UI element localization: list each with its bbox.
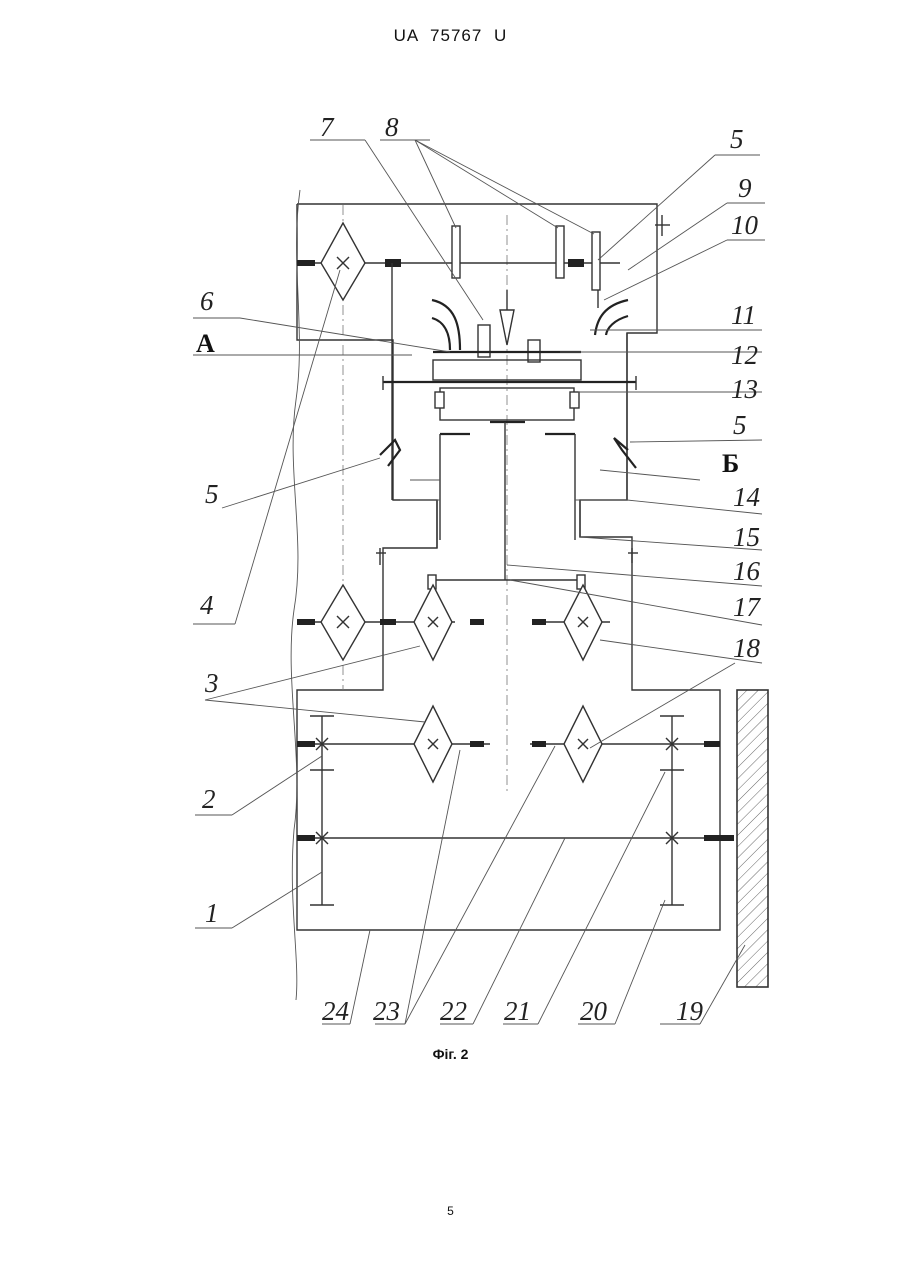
leader-lines: [193, 140, 765, 1024]
callout-14: 14: [733, 482, 760, 512]
callout-1: 1: [205, 898, 219, 928]
callout-18: 18: [733, 633, 761, 663]
callout-21: 21: [504, 996, 531, 1026]
callout-4: 4: [200, 590, 214, 620]
callout-23: 23: [373, 996, 400, 1026]
callout-12: 12: [731, 340, 758, 370]
callout-15: 15: [733, 522, 760, 552]
callout-22: 22: [440, 996, 467, 1026]
callout-19: 19: [676, 996, 704, 1026]
callout-17: 17: [733, 592, 762, 622]
callout-8: 8: [385, 112, 399, 142]
callout-10: 10: [731, 210, 759, 240]
lower-drive: [297, 706, 734, 905]
top-shaft-assembly: [297, 223, 620, 500]
section-label-a: А: [196, 329, 215, 358]
callout-2: 2: [202, 784, 216, 814]
callout-9: 9: [738, 173, 752, 203]
middle-drive-row: [297, 575, 610, 660]
callout-20: 20: [580, 996, 608, 1026]
callout-3: 3: [204, 668, 219, 698]
callout-7: 7: [320, 112, 335, 142]
mounting-wall: [737, 690, 768, 987]
callout-11: 11: [731, 300, 756, 330]
central-chamber: [380, 352, 636, 580]
page-number: 5: [0, 1204, 901, 1218]
callout-5-left: 5: [205, 479, 219, 509]
callout-5-right: 5: [733, 410, 747, 440]
figure-caption: Фіг. 2: [0, 1046, 901, 1062]
section-label-b: Б: [722, 449, 739, 478]
callout-16: 16: [733, 556, 761, 586]
callout-24: 24: [322, 996, 349, 1026]
callout-5-top: 5: [730, 124, 744, 154]
callout-13: 13: [731, 374, 758, 404]
callout-numbers: 7 8 5 9 10 6 11 12 13 5 5 14 15 16 17 4 …: [200, 112, 762, 1026]
callout-6: 6: [200, 286, 214, 316]
